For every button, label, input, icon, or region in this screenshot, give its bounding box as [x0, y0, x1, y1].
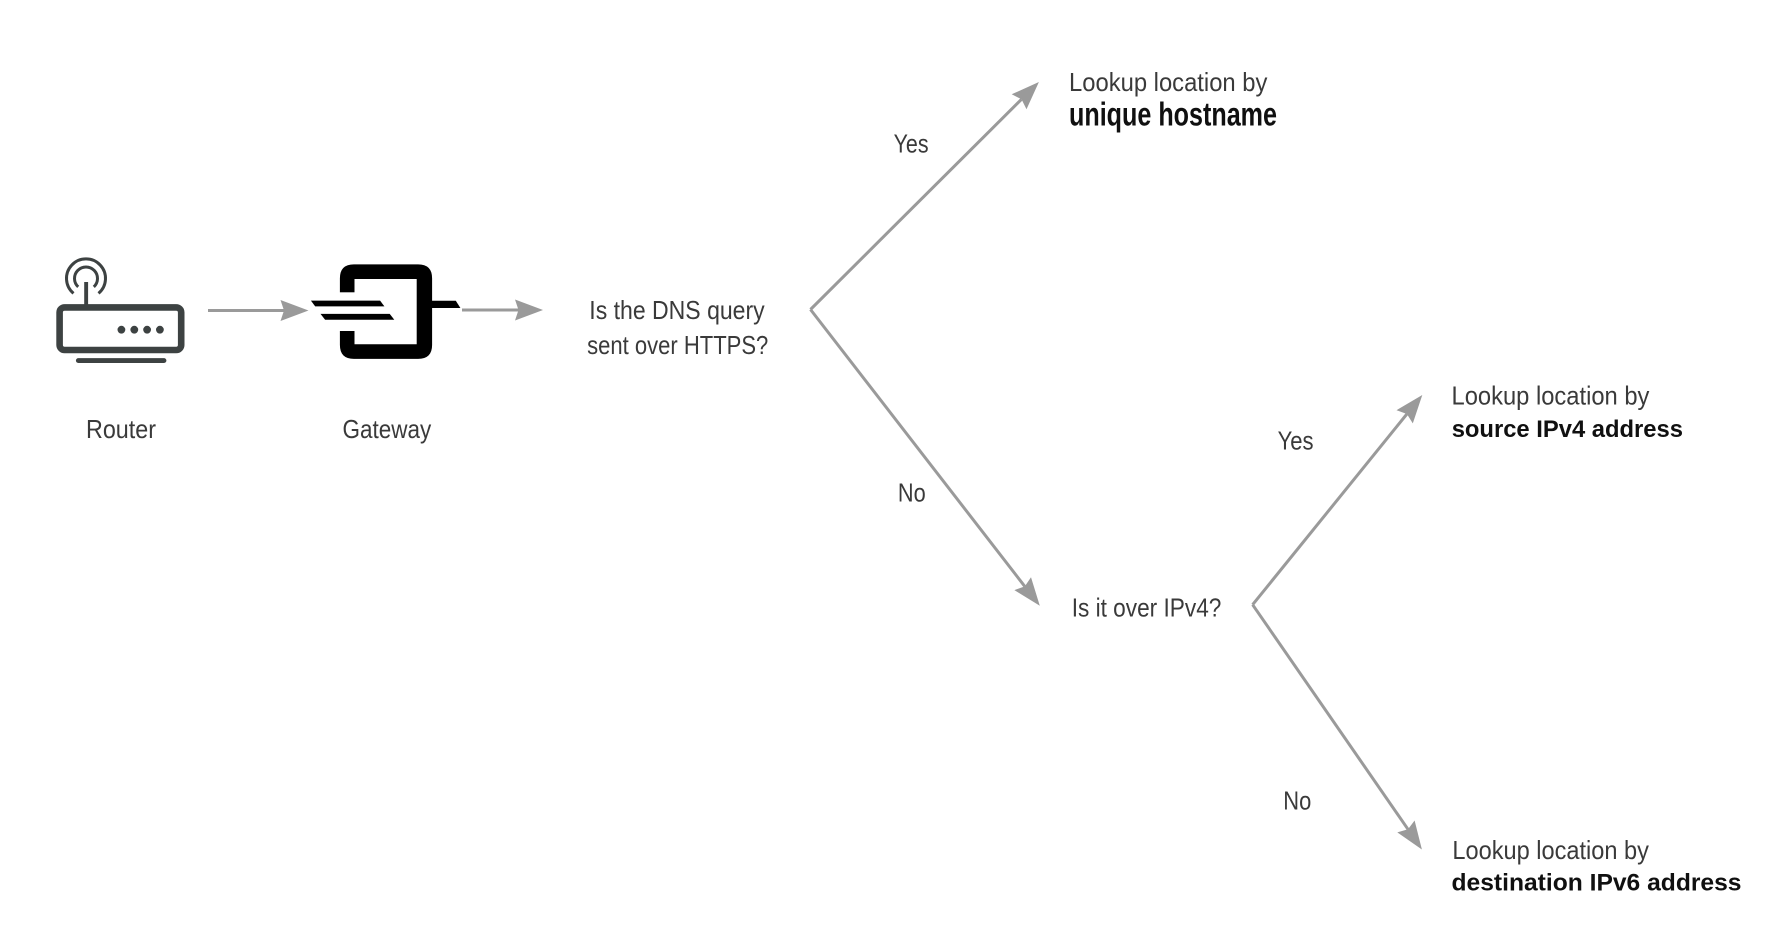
svg-text:Is the DNS query: Is the DNS query [589, 295, 764, 325]
svg-text:destination IPv6 address: destination IPv6 address [1452, 869, 1742, 896]
svg-text:No: No [898, 477, 926, 507]
svg-text:Lookup location by: Lookup location by [1069, 67, 1267, 97]
svg-text:Lookup location by: Lookup location by [1452, 835, 1649, 865]
svg-text:Yes: Yes [894, 129, 929, 159]
svg-text:Lookup location by: Lookup location by [1452, 381, 1650, 411]
svg-text:No: No [1283, 786, 1311, 816]
svg-text:Gateway: Gateway [343, 414, 432, 444]
svg-text:unique hostname: unique hostname [1069, 95, 1277, 132]
svg-text:source IPv4 address: source IPv4 address [1452, 416, 1683, 443]
svg-text:Yes: Yes [1278, 425, 1314, 455]
svg-text:Router: Router [86, 414, 156, 444]
svg-text:sent over HTTPS?: sent over HTTPS? [587, 330, 768, 360]
svg-text:Is it over IPv4?: Is it over IPv4? [1072, 593, 1222, 623]
